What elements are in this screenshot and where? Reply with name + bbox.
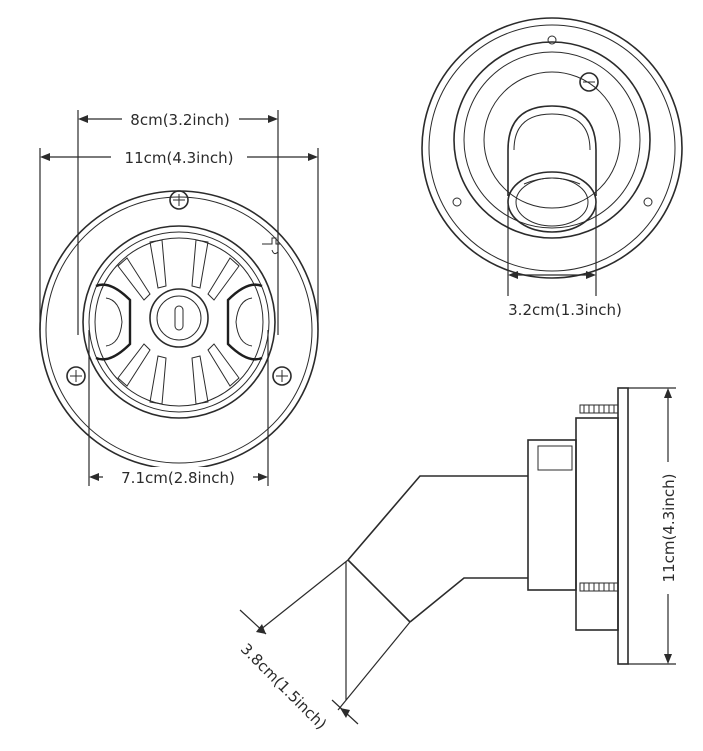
rear-ring xyxy=(453,41,651,239)
rear-pipe-tube xyxy=(507,105,597,196)
front-dim-inner-width xyxy=(77,109,279,335)
front-screw-right xyxy=(272,366,292,386)
rear-ring-inner xyxy=(463,51,641,229)
rear-hub xyxy=(483,71,621,209)
rear-dim-pipe-diameter xyxy=(507,205,597,296)
front-bottom-width-label: 7.1cm(2.8inch) xyxy=(121,469,235,487)
side-view xyxy=(347,387,629,665)
rear-pipe-diameter-label: 3.2cm(1.3inch) xyxy=(508,301,622,319)
side-flange-plate xyxy=(617,387,629,665)
side-bolt-top xyxy=(579,404,619,414)
front-right-latch xyxy=(226,283,263,361)
front-center-slot xyxy=(174,305,184,331)
front-dim-outer-width xyxy=(39,147,319,330)
side-bolt-bottom xyxy=(579,582,619,592)
side-body xyxy=(527,439,577,591)
rear-pipe-shadow xyxy=(523,177,581,185)
rear-hole-top xyxy=(547,35,557,45)
rear-pipe-tube-inner xyxy=(513,113,591,151)
side-pipe-upper-edge xyxy=(347,475,528,561)
front-center-cap xyxy=(149,288,209,348)
front-cup-inner-rim xyxy=(88,231,270,413)
front-view xyxy=(39,190,319,470)
front-left-latch xyxy=(95,283,132,361)
front-right-latch-inner xyxy=(235,297,253,347)
side-height-label: 11cm(4.3inch) xyxy=(660,474,678,583)
side-pipe-end xyxy=(347,559,411,623)
front-outer-width-label: 11cm(4.3inch) xyxy=(125,149,234,167)
rear-pipe-opening xyxy=(507,171,597,233)
rear-pipe-opening-inner xyxy=(515,177,589,227)
rear-hole-left xyxy=(452,197,462,207)
rear-outer-flange-inner xyxy=(428,24,676,272)
front-dim-bottom-width xyxy=(88,330,269,487)
rear-hole-right xyxy=(643,197,653,207)
front-inner-width-label: 8cm(3.2inch) xyxy=(130,111,229,129)
side-body-tab xyxy=(537,445,573,471)
side-dim-height xyxy=(628,387,680,665)
side-pipe-lower-edge xyxy=(409,577,528,623)
water-tap-icon xyxy=(262,237,280,255)
front-cup-ribs xyxy=(117,239,240,405)
front-cup-wall xyxy=(94,237,264,407)
rear-screw xyxy=(579,72,599,92)
rear-outer-flange xyxy=(421,17,683,279)
rear-view xyxy=(421,17,683,279)
front-left-latch-inner xyxy=(105,297,123,347)
front-screw-top xyxy=(169,190,189,210)
front-screw-left xyxy=(66,366,86,386)
front-cup-rim xyxy=(82,225,276,419)
side-pipe-diameter-label: 3.8cm(1.5inch) xyxy=(237,640,330,733)
side-step-ring xyxy=(575,417,619,631)
front-center-cap-inner xyxy=(156,295,202,341)
side-dim-pipe-diameter xyxy=(239,559,411,725)
